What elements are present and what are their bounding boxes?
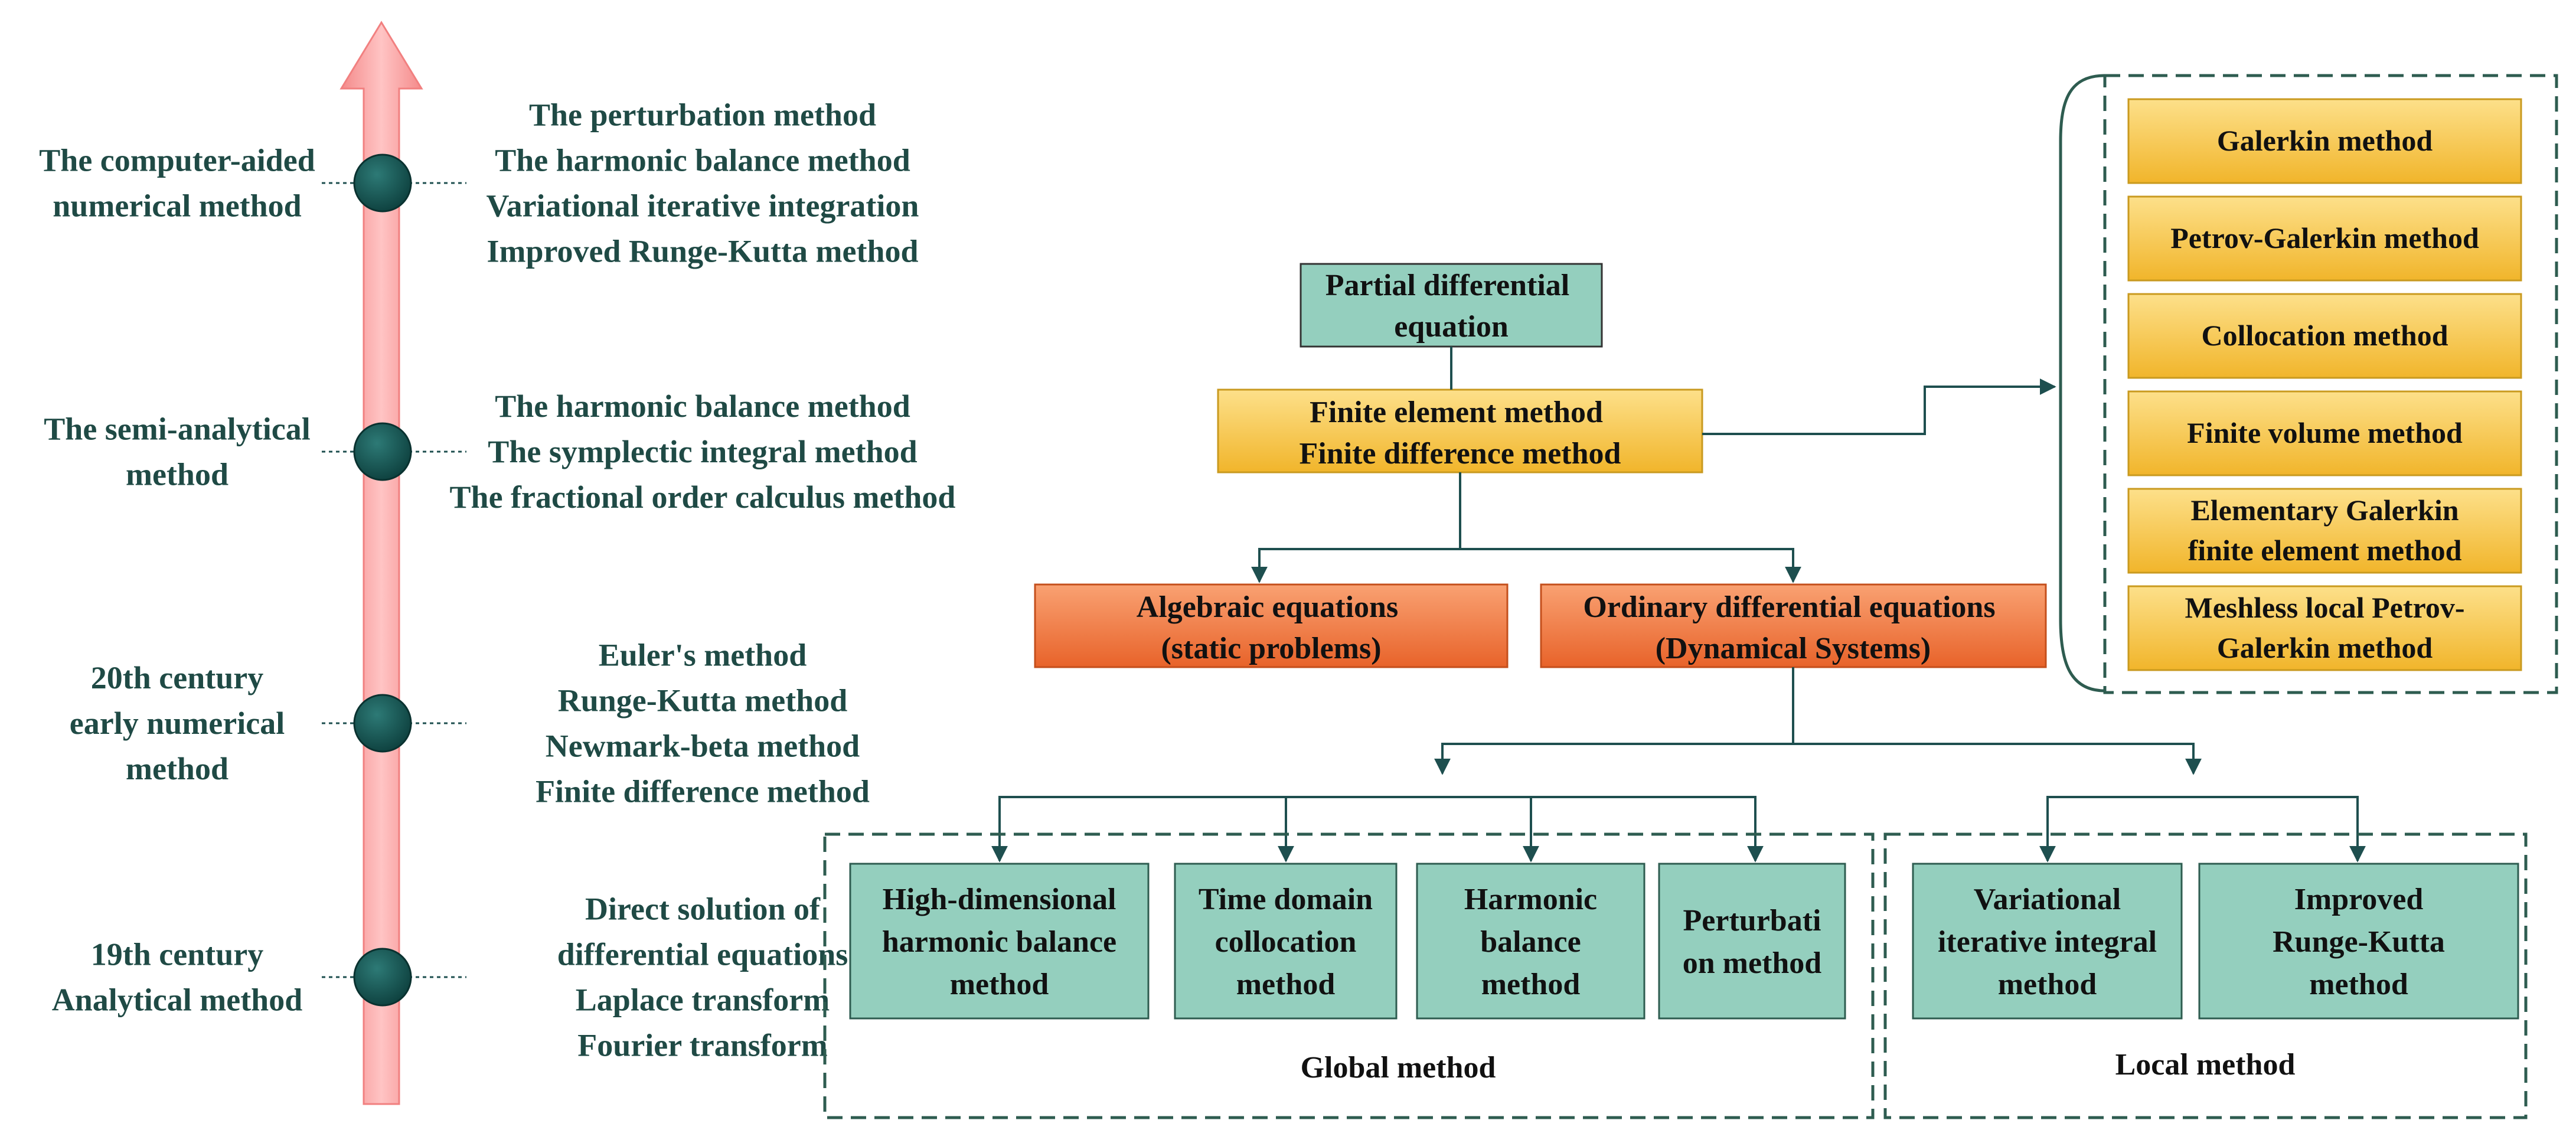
weighted-method-text: Finite volume method	[2187, 416, 2463, 449]
flowchart: Partial differential equation Finite ele…	[823, 74, 2558, 1119]
global-method-label: Global method	[1301, 1051, 1496, 1085]
weighted-method-text: Petrov-Galerkin method	[2170, 221, 2479, 254]
fem-split-line	[1251, 472, 1461, 583]
algebraic-box	[1034, 583, 1509, 668]
global-method-frame	[823, 832, 1875, 1119]
timeline-node	[353, 154, 412, 213]
timeline-node	[353, 694, 412, 753]
weighted-method-text: Collocation method	[2201, 319, 2448, 352]
local-method-box	[1912, 863, 2183, 1020]
weighted-method-text: Galerkin method	[2217, 124, 2433, 157]
global-method-box	[1416, 863, 1645, 1020]
algebraic-text: Algebraic equations (static problems)	[1137, 590, 1406, 665]
global-method-box	[1658, 863, 1846, 1020]
global-branch-line	[998, 796, 1756, 861]
weighted-method-box	[2127, 98, 2522, 184]
fem-to-ode-line	[1460, 548, 1801, 583]
fem-box	[1217, 388, 1703, 473]
connectors	[991, 347, 2366, 863]
weighted-method-box	[2127, 585, 2522, 671]
timeline-arrow	[339, 21, 423, 1105]
global-method-box	[1174, 863, 1398, 1020]
pde-box	[1300, 263, 1603, 348]
local-method-frame	[1883, 832, 2528, 1119]
fem-text: Finite element method Finite difference …	[1300, 396, 1621, 471]
timeline-node	[353, 422, 412, 481]
local-method-box	[2198, 863, 2519, 1020]
weighted-method-box	[2127, 488, 2522, 574]
weighted-method-box	[2127, 390, 2522, 476]
timeline-node	[353, 948, 412, 1007]
ode-split-line	[1434, 667, 1794, 775]
ode-text: Ordinary differential equations (Dynamic…	[1583, 590, 2003, 665]
local-branch-line	[2046, 796, 2359, 861]
weighted-method-text: Meshless local Petrov-Galerkin method	[2185, 591, 2465, 664]
pde-text: Partial differential equation	[1325, 269, 1578, 344]
ode-box	[1540, 583, 2047, 668]
fem-to-weighted-line	[1702, 378, 2056, 435]
weighted-method-box	[2127, 293, 2522, 379]
global-method-box	[849, 863, 1150, 1020]
weighted-methods-frame	[2103, 74, 2558, 694]
local-method-label: Local method	[2115, 1048, 2296, 1082]
weighted-methods-brace	[2059, 74, 2105, 693]
ode-to-local-line	[1793, 743, 2202, 775]
weighted-method-box	[2127, 195, 2522, 282]
